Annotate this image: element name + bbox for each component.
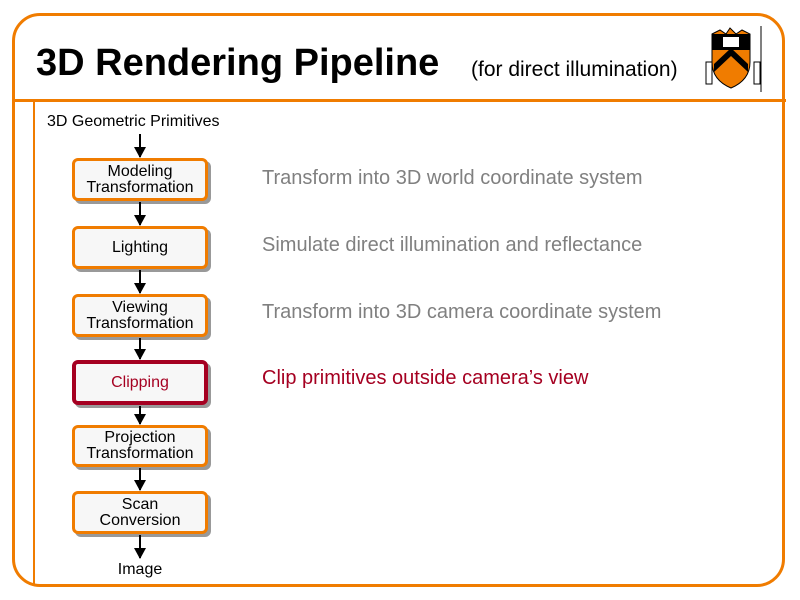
stage-modeling-transformation: Modeling Transformation (72, 158, 208, 201)
slide-title: 3D Rendering Pipeline (36, 42, 440, 84)
stage-description: Simulate direct illumination and reflect… (262, 234, 643, 256)
arrow-down (134, 134, 146, 158)
stage-viewing-transformation: Viewing Transformation (72, 294, 208, 337)
stage-label: Viewing Transformation (86, 298, 194, 332)
arrow-down (134, 270, 146, 294)
stage-lighting: Lighting (72, 226, 208, 269)
arrow-down (134, 338, 146, 360)
stage-description-highlighted: Clip primitives outside camera’s view (262, 367, 589, 389)
arrow-down (134, 468, 146, 491)
stage-label: Modeling Transformation (86, 162, 194, 196)
stage-projection-transformation: Projection Transformation (72, 425, 208, 467)
stage-label: Clipping (111, 373, 169, 391)
princeton-shield-logo (705, 26, 762, 92)
arrow-down (134, 202, 146, 226)
slide-frame (12, 13, 785, 587)
title-divider (13, 99, 786, 102)
stage-description: Transform into 3D camera coordinate syst… (262, 301, 662, 323)
stage-scan-conversion: Scan Conversion (72, 491, 208, 534)
stage-label: Projection Transformation (86, 429, 194, 462)
stage-label: Scan Conversion (99, 495, 181, 529)
input-label: 3D Geometric Primitives (47, 113, 220, 130)
stage-label: Lighting (111, 238, 169, 256)
slide-subtitle: (for direct illumination) (471, 58, 678, 81)
left-margin-line (33, 100, 35, 586)
arrow-down (134, 406, 146, 425)
stage-clipping: Clipping (72, 360, 208, 405)
stage-description: Transform into 3D world coordinate syste… (262, 167, 643, 189)
arrow-down (134, 535, 146, 559)
output-label: Image (117, 561, 163, 578)
